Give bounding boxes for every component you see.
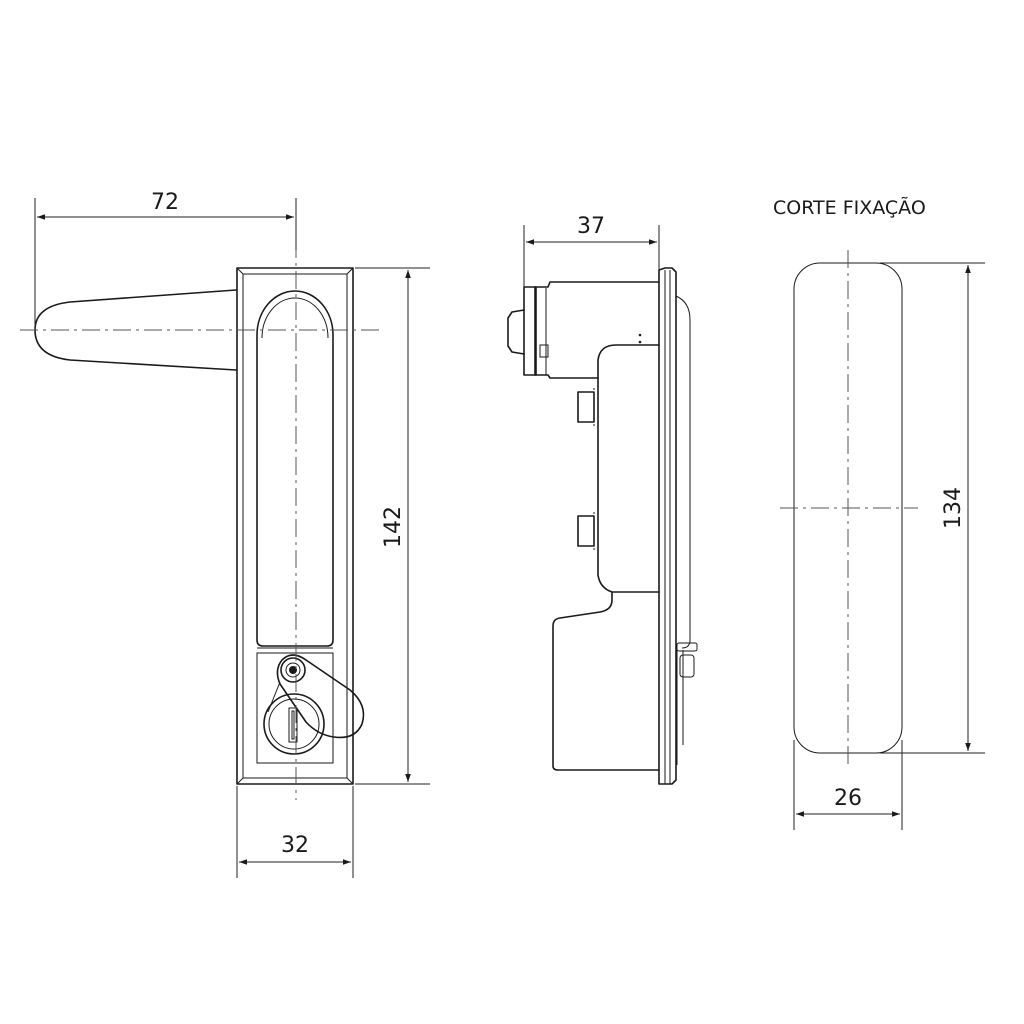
front-plate bbox=[658, 267, 677, 785]
side-view bbox=[507, 267, 698, 785]
pivot-screw bbox=[280, 657, 306, 683]
dim-label-depth: 37 bbox=[577, 214, 605, 239]
keyhole-icon bbox=[288, 707, 298, 743]
dimension-142: 142 bbox=[355, 267, 430, 785]
dimension-134: 134 bbox=[880, 262, 985, 754]
cylinder-end bbox=[523, 286, 537, 376]
dim-label-handle-reach: 72 bbox=[151, 190, 179, 215]
dimension-37: 37 bbox=[523, 214, 660, 287]
dim-label-cutout-height: 134 bbox=[941, 487, 966, 529]
front-view bbox=[20, 240, 380, 800]
dim-label-height: 142 bbox=[381, 506, 406, 548]
key-cylinder bbox=[263, 693, 325, 755]
lock-body bbox=[534, 281, 660, 379]
mounting-screw-top bbox=[577, 388, 595, 426]
dim-label-cutout-width: 26 bbox=[834, 786, 862, 811]
grip-recess bbox=[256, 290, 334, 647]
dimension-26: 26 bbox=[793, 740, 903, 830]
dimension-72: 72 bbox=[34, 190, 297, 325]
outer-frame bbox=[236, 267, 354, 785]
cutout-view: CORTE FIXAÇÃO bbox=[773, 196, 926, 766]
mounting-screw-bottom bbox=[577, 512, 595, 550]
dim-label-width: 32 bbox=[281, 833, 309, 858]
dimension-32: 32 bbox=[236, 786, 354, 878]
cutout-title: CORTE FIXAÇÃO bbox=[773, 196, 926, 219]
